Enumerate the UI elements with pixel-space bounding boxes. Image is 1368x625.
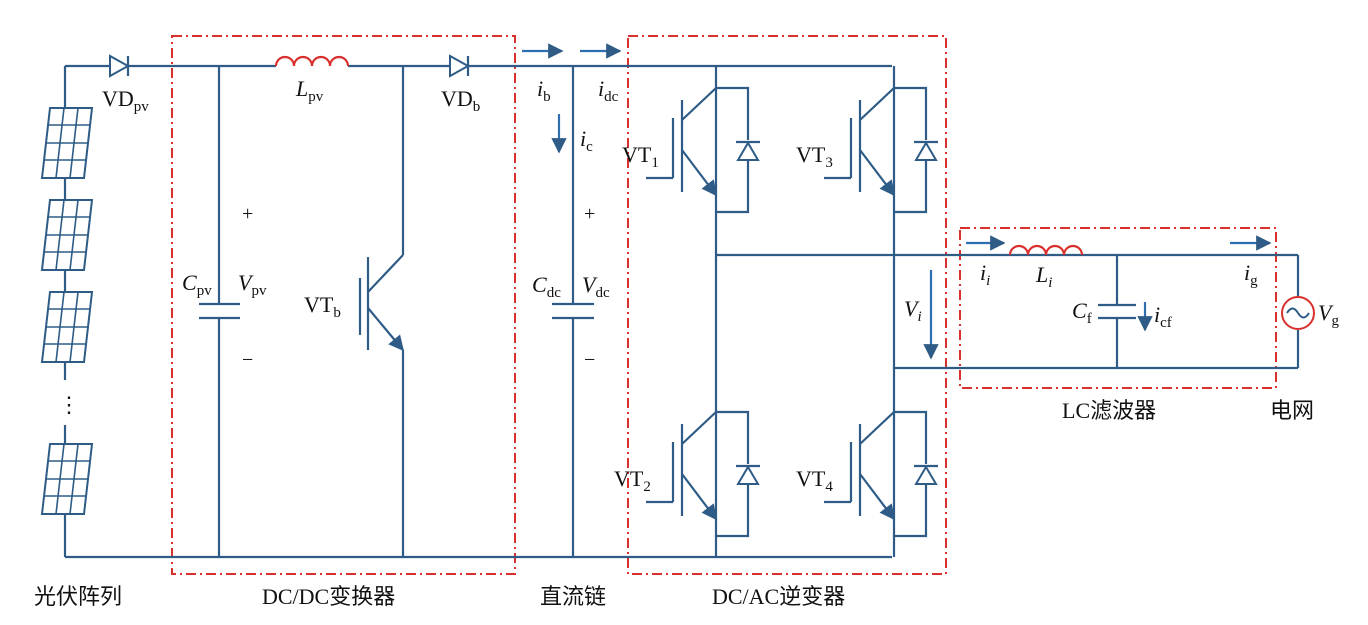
switch-vt-3	[824, 86, 938, 214]
label-vd-b: VDb	[441, 86, 480, 115]
caption-dc-link: 直流链	[540, 584, 606, 609]
label-vd-pv: VDpv	[102, 86, 149, 115]
capacitor-c-pv	[199, 66, 240, 557]
minus-v-pv: −	[242, 349, 253, 371]
label-i-g: ig	[1244, 260, 1258, 289]
inverter-boundary	[627, 35, 947, 575]
pv-array	[41, 66, 93, 557]
label-vt-2: VT2	[614, 466, 651, 495]
label-vt-4: VT4	[796, 466, 833, 495]
label-vt-1: VT1	[622, 142, 659, 171]
caption-dcdc-converter: DC/DC变换器	[262, 584, 395, 609]
pv-panel-2	[41, 199, 93, 271]
label-i-dc: idc	[598, 76, 619, 105]
label-c-f: Cf	[1072, 298, 1092, 327]
label-vt-b: VTb	[304, 292, 341, 321]
plus-v-pv: +	[242, 203, 253, 225]
label-vt-3: VT3	[796, 142, 833, 171]
label-i-i: ii	[980, 260, 990, 289]
lc-filter-boundary	[959, 227, 1277, 389]
diode-vd-pv	[109, 54, 131, 78]
capacitor-c-dc	[552, 66, 594, 557]
switch-vt-4	[824, 410, 938, 538]
inverter-leg-left	[714, 66, 896, 557]
pv-ellipsis: ⋮	[58, 392, 80, 417]
label-v-pv: Vpv	[238, 270, 267, 299]
pv-panel-3	[41, 291, 93, 363]
label-c-pv: Cpv	[182, 270, 212, 299]
label-i-cf: icf	[1154, 302, 1172, 331]
plus-v-dc: +	[584, 203, 595, 225]
caption-lc-filter: LC滤波器	[1062, 398, 1156, 423]
inductor-l-i	[1008, 244, 1084, 256]
label-v-i: Vi	[904, 296, 922, 325]
switch-vt-1	[646, 86, 760, 214]
label-i-b: ib	[537, 76, 551, 105]
minus-v-dc: −	[584, 349, 595, 371]
caption-dcac-inverter: DC/AC逆变器	[712, 584, 845, 609]
caption-grid: 电网	[1270, 398, 1314, 423]
switch-vt-b	[358, 66, 405, 557]
label-v-g: Vg	[1318, 300, 1339, 329]
pv-panel-1	[41, 107, 93, 179]
pv-panel-4	[41, 443, 93, 515]
label-c-dc: Cdc	[532, 272, 561, 301]
switch-vt-2	[646, 410, 760, 538]
grid-source	[1281, 255, 1315, 368]
label-v-dc: Vdc	[582, 272, 610, 301]
label-l-pv: Lpv	[295, 76, 324, 105]
diode-vd-b	[449, 54, 471, 78]
label-i-c: ic	[580, 126, 593, 155]
label-l-i: Li	[1035, 262, 1052, 291]
capacitor-c-f	[1098, 255, 1136, 368]
caption-pv-array: 光伏阵列	[34, 584, 122, 609]
inductor-l-pv	[274, 55, 350, 67]
